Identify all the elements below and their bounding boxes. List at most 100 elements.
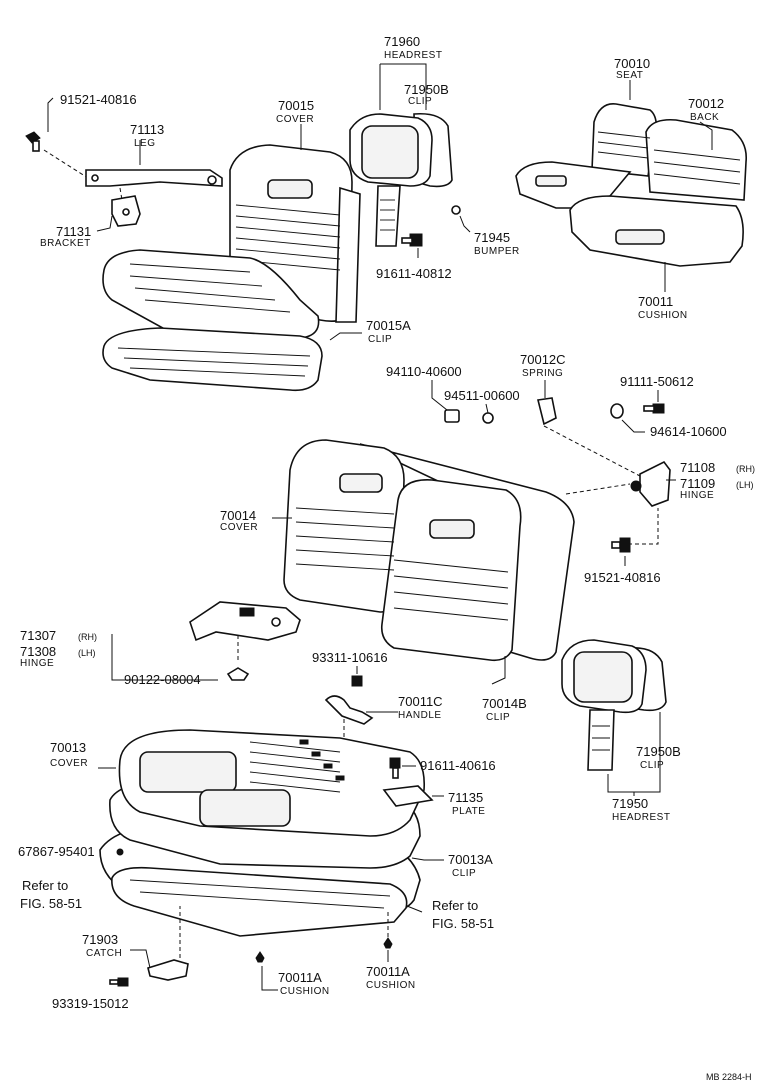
label-headrest-71950-bot: HEADREST [612,812,670,823]
label-94110-40600: 94110-40600 [386,364,462,379]
label-catch: CATCH [86,948,122,959]
hinge-71108-71109 [630,460,671,507]
label-seat: SEAT [616,70,643,81]
label-93311-10616: 93311-10616 [312,650,388,665]
label-71308: 71308 [20,644,56,659]
label-rh-71307: (RH) [78,632,97,642]
label-clip-70014B: CLIP [486,712,510,723]
label-leg: LEG [134,138,156,149]
label-bracket: BRACKET [40,238,91,249]
label-cushion-70011: CUSHION [638,310,688,321]
label-cushion-70011A-right: CUSHION [366,980,416,991]
label-91521-40816-top: 91521-40816 [60,92,137,107]
label-91111-50612: 91111-50612 [620,374,694,389]
label-plate: PLATE [452,806,485,817]
bench-back-70014 [283,439,575,662]
washer-94614-10600 [610,403,624,419]
label-71131: 71131 [56,224,91,239]
headrest-71950 [561,639,667,771]
front-seat-70015 [102,144,361,392]
label-70012C: 70012C [520,352,566,367]
hinge-71307-71308 [189,601,301,642]
bolt-91611-40616 [389,757,401,779]
label-71950B-top: 71950B [404,82,449,97]
label-90122-08004: 90122-08004 [124,672,201,687]
label-clip-70013A: CLIP [452,868,476,879]
label-spring: SPRING [522,368,563,379]
label-71960: 71960 [384,34,420,49]
label-70015: 70015 [278,98,314,113]
label-70011: 70011 [638,294,673,309]
bolt-93319-15012 [109,977,129,987]
headrest-71960 [349,112,453,247]
label-70010: 70010 [614,56,650,71]
grommet-67867-95401 [116,848,124,856]
label-back: BACK [690,112,719,123]
label-70014: 70014 [220,508,256,523]
bolt-91521-40816-mid [611,537,631,553]
label-71950-bot: 71950 [612,796,648,811]
wing-bolt-90122-08004 [226,667,250,681]
clip-70011A-right [383,937,393,949]
nut-94110-40600 [444,409,460,423]
bench-cushion-70013 [99,729,426,937]
label-hinge-71108: HINGE [680,490,714,501]
plate-71135 [382,785,434,807]
label-70011C: 70011C [398,694,443,709]
label-refer-right-1: Refer to [432,898,478,913]
label-70015A: 70015A [366,318,411,333]
bracket-71131 [111,195,141,227]
bolt-91521-40816-top [25,131,41,152]
label-70014B: 70014B [482,696,527,711]
label-71950B-bot: 71950B [636,744,681,759]
label-cover-70014: COVER [220,522,258,533]
label-lh-71109: (LH) [736,480,754,490]
label-refer-right-2: FIG. 58-51 [432,916,494,931]
label-lh-71308: (LH) [78,648,96,658]
label-91521-40816-mid: 91521-40816 [584,570,661,585]
label-bumper: BUMPER [474,246,520,257]
bench-seat-70010 [515,103,748,267]
bolt-93311-10616 [351,675,363,687]
label-rh-71108: (RH) [736,464,755,474]
label-headrest-71960: HEADREST [384,50,442,61]
label-71903: 71903 [82,932,118,947]
label-71113: 71113 [130,122,164,137]
leg-71113 [85,169,223,187]
label-71109: 71109 [680,476,715,491]
clip-70011A-left [255,951,265,963]
label-cover-70015: COVER [276,114,314,125]
handle-70011C [324,695,374,725]
label-91611-40616: 91611-40616 [420,758,496,773]
label-94614-10600: 94614-10600 [650,424,727,439]
label-91611-40812: 91611-40812 [376,266,452,281]
label-71945: 71945 [474,230,510,245]
label-71307: 71307 [20,628,56,643]
catch-71903 [147,959,189,981]
label-hinge-71307: HINGE [20,658,54,669]
label-refer-left-1: Refer to [22,878,68,893]
label-71135: 71135 [448,790,483,805]
label-70013: 70013 [50,740,86,755]
label-handle: HANDLE [398,710,442,721]
label-clip-71950B-bot: CLIP [640,760,664,771]
label-94511-00600: 94511-00600 [444,388,520,403]
label-cover-70013: COVER [50,758,88,769]
label-70012: 70012 [688,96,724,111]
bolt-91111-50612 [643,403,665,414]
label-clip-71950B-top: CLIP [408,96,432,107]
label-71108: 71108 [680,460,715,475]
label-70011A-right: 70011A [366,964,410,979]
label-67867-95401: 67867-95401 [18,844,95,859]
label-refer-left-2: FIG. 58-51 [20,896,82,911]
figure-code: MB 2284-H [706,1072,752,1082]
label-93319-15012: 93319-15012 [52,996,129,1011]
label-70011A-left: 70011A [278,970,322,985]
spring-70012C [537,397,557,426]
label-70013A: 70013A [448,852,493,867]
washer-94511-00600 [482,412,494,424]
label-cushion-70011A-left: CUSHION [280,986,330,997]
label-clip-70015A: CLIP [368,334,392,345]
bumper-71945 [451,205,461,215]
